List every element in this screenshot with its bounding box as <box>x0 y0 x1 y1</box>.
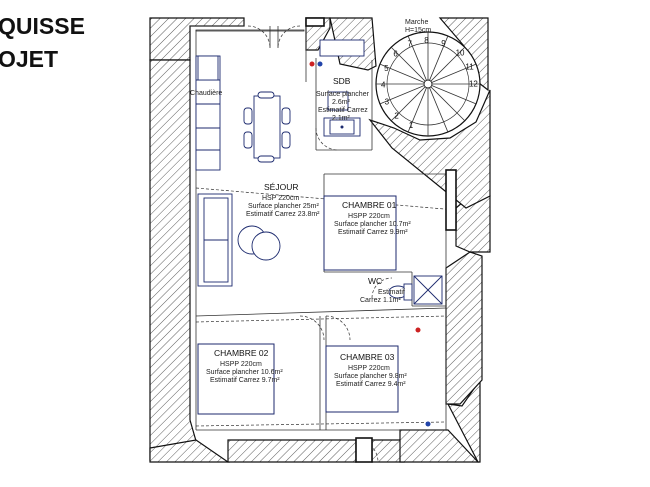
ch01-floor: Surface plancher 10.7m² <box>334 221 411 228</box>
sejour-hspp: HSP 220cm <box>262 195 299 202</box>
room-wc: WC Estimatif Carrez 1.1m² <box>360 276 405 304</box>
stair-step-number: 8 <box>424 36 429 45</box>
sdb-tile: Estimatif Carrez <box>318 107 368 114</box>
stair-step-number: 2 <box>394 112 399 121</box>
title-line-2: OJET <box>0 46 58 72</box>
stair-step-number: 4 <box>381 81 386 90</box>
ch03-tile: Estimatif Carrez 9.4m² <box>336 381 406 388</box>
stair-tread <box>390 86 426 122</box>
room-sejour: SÉJOUR HSP 220cm Surface plancher 25m² E… <box>246 182 320 218</box>
water-points <box>309 61 431 427</box>
stair-step-number: 9 <box>441 39 446 48</box>
ch01-tile: Estimatif Carrez 9.9m² <box>338 229 408 236</box>
room-boxes <box>197 195 399 415</box>
sejour-floor: Surface plancher 25m² <box>248 203 319 210</box>
stair-tread <box>431 85 477 105</box>
sdb-name: SDB <box>333 76 351 86</box>
stair-step-number: 11 <box>465 63 474 72</box>
ch03-hspp: HSPP 220cm <box>348 365 390 372</box>
stair-tread <box>407 87 427 133</box>
ch01-name: CHAMBRE 01 <box>342 200 397 210</box>
sdb-tile-val: 2.1m² <box>332 115 351 122</box>
stair-step-number: 5 <box>384 64 389 73</box>
outer-walls <box>149 17 491 463</box>
chaudiere-label: Chaudière <box>190 90 222 97</box>
ch02-floor: Surface plancher 10.6m² <box>206 369 283 376</box>
stair-tread <box>407 35 427 81</box>
stair-tread <box>430 86 466 122</box>
stair-step-number: 10 <box>456 48 465 57</box>
room-chambre-01: CHAMBRE 01 HSPP 220cm Surface plancher 1… <box>334 200 411 236</box>
stair-step-number: 3 <box>385 97 390 106</box>
windows <box>305 17 457 463</box>
room-chambre-03: CHAMBRE 03 HSPP 220cm Surface plancher 9… <box>334 352 407 388</box>
ch02-hspp: HSPP 220cm <box>220 361 262 368</box>
ch02-name: CHAMBRE 02 <box>214 348 269 358</box>
sejour-tile: Estimatif Carrez 23.8m² <box>246 211 320 218</box>
ch02-tile: Estimatif Carrez 9.7m² <box>210 377 280 384</box>
sejour-name: SÉJOUR <box>264 182 298 192</box>
stair-label-1: Marche <box>405 19 428 26</box>
stair-tread <box>429 35 449 81</box>
stair-tread <box>390 46 426 82</box>
stair-tread <box>430 46 466 82</box>
wc-tile-val: Carrez 1.1m² <box>360 297 402 304</box>
stair-step-number: 6 <box>393 49 398 58</box>
furniture <box>195 39 443 305</box>
title-line-1: QUISSE <box>0 13 85 39</box>
ch03-name: CHAMBRE 03 <box>340 352 395 362</box>
room-sdb: SDB Surface plancher 2.6m² Estimatif Car… <box>316 76 370 122</box>
wc-name: WC <box>368 276 382 286</box>
stair-step-number: 12 <box>469 79 478 88</box>
room-chambre-02: CHAMBRE 02 HSPP 220cm Surface plancher 1… <box>206 348 283 384</box>
sdb-floor: Surface plancher <box>316 91 370 98</box>
wc-tile: Estimatif <box>378 289 405 296</box>
sdb-floor-val: 2.6m² <box>332 99 351 106</box>
stair-tread <box>379 85 425 105</box>
stair-step-number: 1 <box>409 121 414 130</box>
ch01-hspp: HSPP 220cm <box>348 213 390 220</box>
stair-tread <box>431 63 477 83</box>
ch03-floor: Surface plancher 9.8m² <box>334 373 407 380</box>
stair-step-number: 7 <box>408 40 413 49</box>
stair-label-2: H=15cm <box>405 27 431 34</box>
stair-tread <box>379 63 425 83</box>
stair-tread <box>429 87 449 133</box>
